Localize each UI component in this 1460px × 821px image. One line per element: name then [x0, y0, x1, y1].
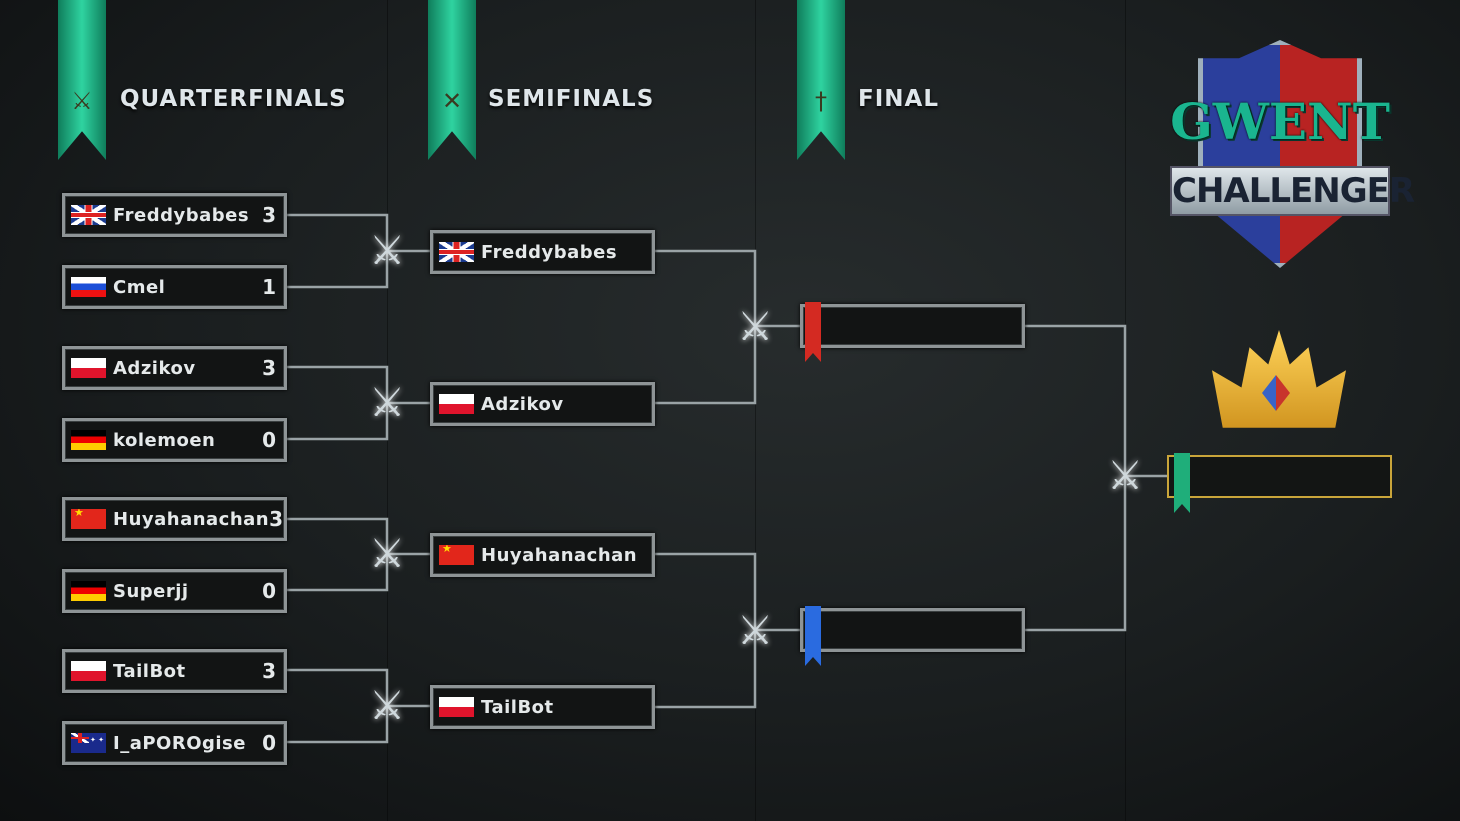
crossed-swords-icon: ⚔ — [737, 608, 773, 654]
flag-pl-icon — [71, 661, 106, 681]
flag-pl-icon — [439, 697, 474, 717]
player-name: Cmel — [113, 276, 166, 298]
player-score: 1 — [262, 275, 276, 299]
crossed-swords-icon: ⚔ — [369, 228, 405, 274]
player-slot: kolemoen 0 — [62, 418, 287, 462]
player-slot: TailBot 3 — [62, 649, 287, 693]
final-slot-2 — [800, 608, 1025, 652]
champion-slot — [1167, 455, 1392, 498]
player-score: 0 — [262, 428, 276, 452]
flag-de-icon — [71, 430, 106, 450]
round-title-semifinals: SEMIFINALS — [488, 86, 655, 112]
player-name: Adzikov — [481, 393, 564, 415]
final-slot-1 — [800, 304, 1025, 348]
blue-ribbon-icon — [805, 606, 821, 666]
player-name: Adzikov — [113, 357, 196, 379]
catapult-icon: ⚔ — [71, 87, 93, 115]
flag-pl-icon — [439, 394, 474, 414]
column-divider — [755, 0, 756, 821]
player-score: 0 — [262, 731, 276, 755]
gwent-challenger-logo: GWENT CHALLENGER — [1160, 30, 1415, 270]
player-name: Huyahanachan — [113, 508, 270, 530]
flag-ru-icon — [71, 277, 106, 297]
sword-icon: † — [815, 87, 827, 115]
flag-cn-icon — [71, 509, 106, 529]
player-slot: Adzikov — [430, 382, 655, 426]
player-slot: TailBot — [430, 685, 655, 729]
player-name: TailBot — [113, 660, 186, 682]
crossed-swords-icon: ⚔ — [369, 531, 405, 577]
crossed-swords-icon: ⚔ — [1107, 453, 1143, 499]
player-name: Superjj — [113, 580, 189, 602]
crossed-swords-icon: ⚔ — [369, 380, 405, 426]
red-ribbon-icon — [805, 302, 821, 362]
round-title-quarterfinals: QUARTERFINALS — [120, 86, 347, 112]
logo-gwent-text: GWENT — [1170, 92, 1390, 151]
crossed-swords-icon: ⚔ — [737, 304, 773, 350]
crossed-swords-icon: ⚔ — [369, 683, 405, 729]
logo-challenger-text: CHALLENGER — [1170, 166, 1415, 216]
flag-cn-icon — [439, 545, 474, 565]
flag-au-icon — [71, 733, 106, 753]
player-slot: Freddybabes 3 — [62, 193, 287, 237]
player-slot: I_aPOROgise 0 — [62, 721, 287, 765]
player-name: Freddybabes — [481, 241, 618, 263]
flag-de-icon — [71, 581, 106, 601]
player-name: TailBot — [481, 696, 554, 718]
player-score: 3 — [262, 659, 276, 683]
player-score: 3 — [262, 356, 276, 380]
flag-pl-icon — [71, 358, 106, 378]
player-slot: Huyahanachan — [430, 533, 655, 577]
player-name: I_aPOROgise — [113, 732, 246, 754]
round-title-final: FINAL — [858, 86, 939, 112]
player-score: 3 — [262, 203, 276, 227]
player-slot: Freddybabes — [430, 230, 655, 274]
green-ribbon-icon — [1174, 453, 1190, 513]
player-score: 0 — [262, 579, 276, 603]
player-slot: Adzikov 3 — [62, 346, 287, 390]
flag-gb-icon — [71, 205, 106, 225]
player-name: Huyahanachan — [481, 544, 638, 566]
player-slot: Superjj 0 — [62, 569, 287, 613]
player-score: 3 — [269, 507, 284, 531]
player-name: kolemoen — [113, 429, 216, 451]
player-name: Freddybabes — [113, 204, 250, 226]
flag-gb-icon — [439, 242, 474, 262]
player-slot: Cmel 1 — [62, 265, 287, 309]
logo-shield — [1198, 40, 1362, 268]
crossbow-icon: ✕ — [441, 87, 463, 115]
